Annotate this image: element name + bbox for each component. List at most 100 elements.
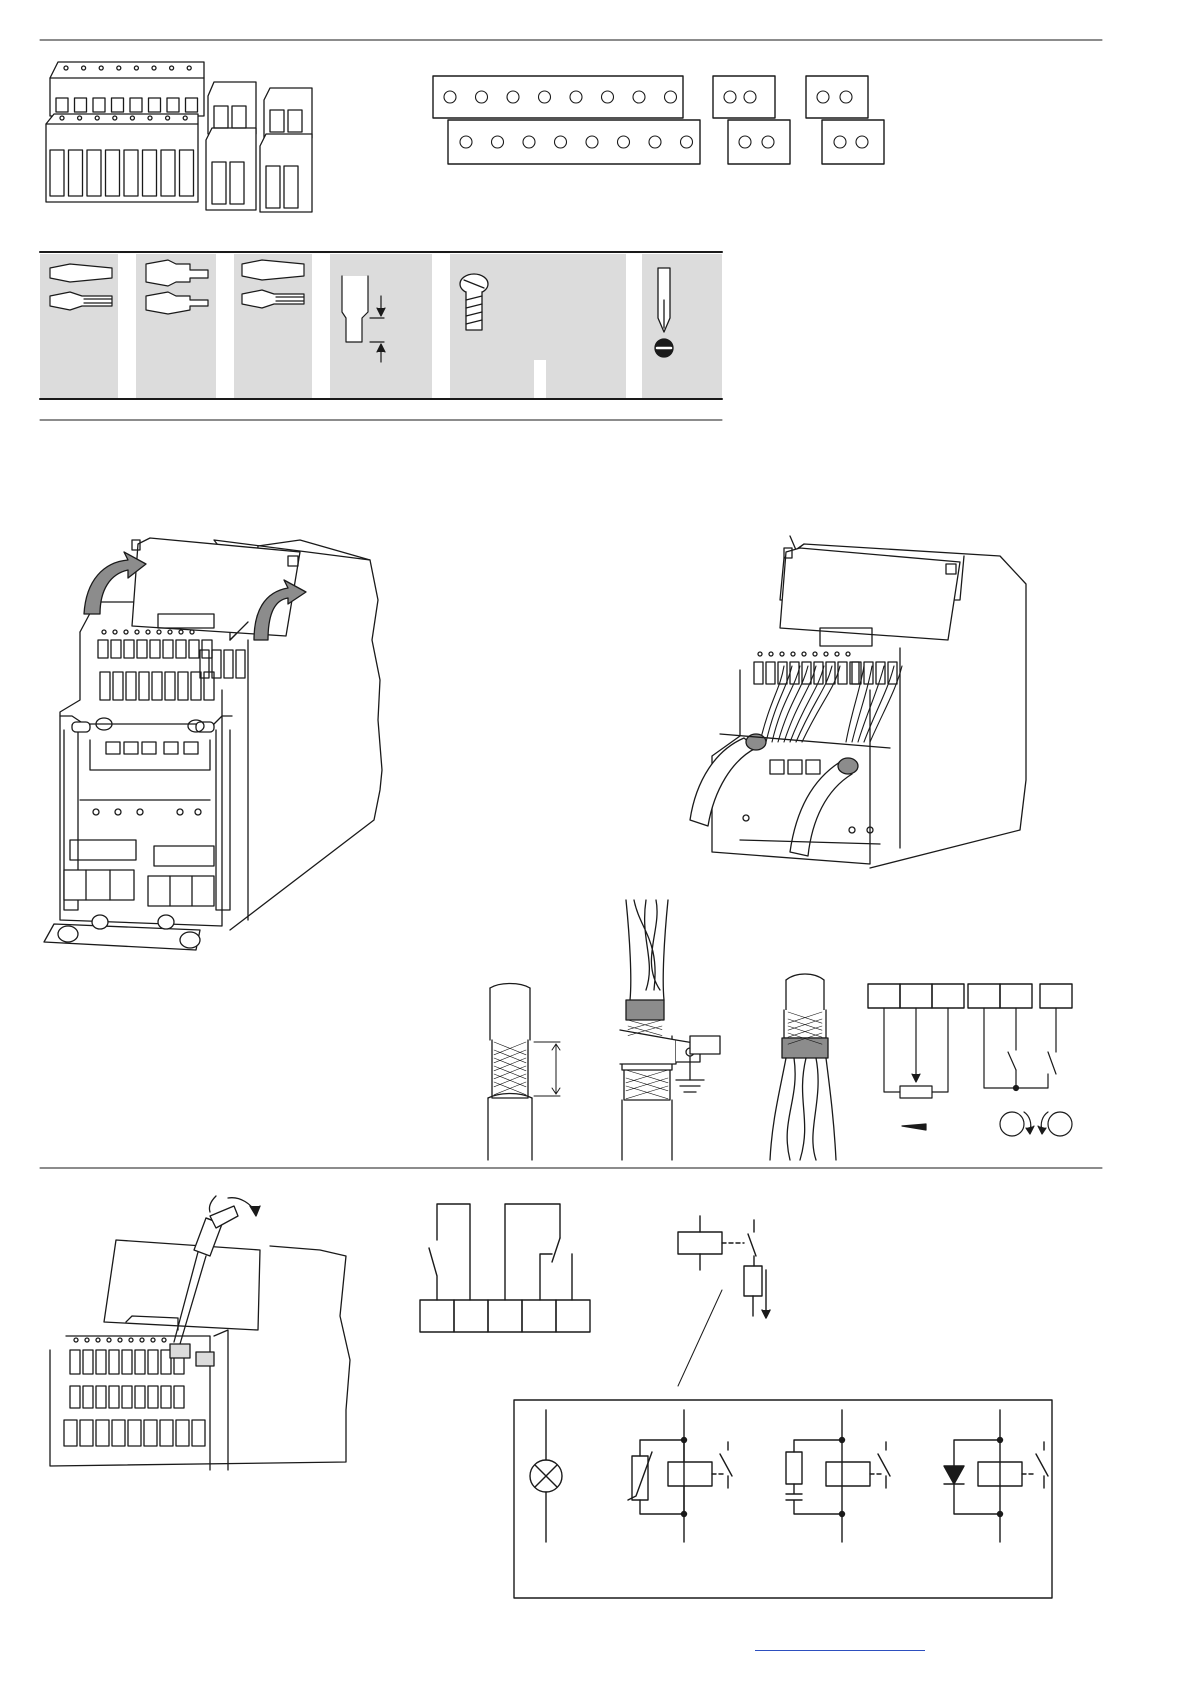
terminal-slot	[160, 1420, 173, 1446]
diode-icon	[944, 1410, 1048, 1542]
terminal-slot	[178, 672, 188, 700]
terminal-screw	[179, 630, 183, 634]
terminal-hole	[817, 91, 829, 103]
terminal-hole	[762, 136, 774, 148]
terminal-screw	[96, 1338, 100, 1342]
terminal-slot	[137, 640, 147, 658]
terminal-screw	[791, 652, 795, 656]
terminal-slot	[150, 640, 160, 658]
terminal-screw	[813, 652, 817, 656]
terminal-slot	[838, 662, 847, 684]
terminal-slot	[161, 1386, 171, 1408]
terminal-slot	[83, 1386, 93, 1408]
terminal-slot	[109, 1386, 119, 1408]
terminal-hole	[744, 91, 756, 103]
twisted-pair-detail	[770, 974, 836, 1160]
terminal-screw	[151, 1338, 155, 1342]
cover-flap	[780, 548, 960, 640]
terminal-hole	[492, 136, 504, 148]
terminal-slot	[148, 1386, 158, 1408]
terminal-hole	[724, 91, 736, 103]
terminal-screw	[835, 652, 839, 656]
terminal-screw	[802, 652, 806, 656]
terminal-hole	[665, 91, 677, 103]
terminal-slot	[70, 1350, 80, 1374]
terminal-slot	[165, 672, 175, 700]
shield-clamp-detail	[620, 900, 720, 1160]
terminal-slot	[766, 662, 775, 684]
terminal-screw	[168, 630, 172, 634]
terminal-slot	[135, 1386, 145, 1408]
terminal-slot	[100, 672, 110, 700]
terminal-slot	[109, 1350, 119, 1374]
terminal-screw	[74, 1338, 78, 1342]
cable-strip-detail	[488, 984, 560, 1161]
table-col-7	[642, 254, 722, 398]
terminal-screw	[146, 630, 150, 634]
terminal-screw	[162, 1338, 166, 1342]
direction-switch	[984, 1008, 1072, 1136]
terminal-slot	[135, 1350, 145, 1374]
terminal-hole	[633, 91, 645, 103]
terminal-slot	[852, 662, 861, 684]
terminal-pair-b-bottom	[822, 120, 884, 164]
terminal-pair-b-top	[806, 76, 868, 118]
terminal-slot	[144, 1420, 157, 1446]
device-screwdriver-illustration	[50, 1196, 350, 1470]
terminal-schematic	[433, 76, 884, 164]
terminal-slot	[80, 1420, 93, 1446]
terminal-screw	[129, 1338, 133, 1342]
terminal-slot	[236, 650, 245, 678]
terminal-hole	[444, 91, 456, 103]
terminal-screw	[140, 1338, 144, 1342]
terminal-slot	[176, 640, 186, 658]
terminal-hole	[618, 136, 630, 148]
terminal-slot	[192, 1420, 205, 1446]
terminal-slot	[113, 672, 123, 700]
rc-snubber-icon	[786, 1410, 890, 1542]
device-wired-illustration	[690, 536, 1026, 868]
terminal-slot	[64, 1420, 77, 1446]
terminal-slot	[176, 1420, 189, 1446]
cable-wires	[760, 666, 902, 742]
terminal-strip-row2	[448, 120, 700, 164]
relay-coil-schematic	[678, 1216, 770, 1386]
cover-flap	[104, 1240, 260, 1330]
terminal-slot	[189, 640, 199, 658]
terminal-slot	[83, 1350, 93, 1374]
terminal-slot	[128, 1420, 141, 1446]
terminal-slot	[876, 662, 885, 684]
terminal-screw	[135, 630, 139, 634]
terminal-screw	[824, 652, 828, 656]
terminal-screw	[780, 652, 784, 656]
terminal-hole	[555, 136, 567, 148]
terminal-hole	[539, 91, 551, 103]
footer-link-underline[interactable]	[755, 1650, 925, 1651]
terminal-hole	[856, 136, 868, 148]
terminal-hole	[840, 91, 852, 103]
terminal-slot	[96, 1420, 109, 1446]
terminal-slot	[224, 650, 233, 678]
terminal-screw	[102, 630, 106, 634]
terminal-slot	[122, 1386, 132, 1408]
terminal-hole	[834, 136, 846, 148]
pe-marker	[690, 1036, 720, 1054]
potentiometer-icon	[884, 1008, 948, 1130]
terminal-screw	[758, 652, 762, 656]
terminal-hole	[739, 136, 751, 148]
terminal-screw	[118, 1338, 122, 1342]
terminal-hole	[586, 136, 598, 148]
terminal-hole	[476, 91, 488, 103]
terminal-slot	[754, 662, 763, 684]
terminal-block-icon	[46, 62, 312, 212]
control-terminal-schematic	[868, 984, 1072, 1136]
terminal-slot	[126, 672, 136, 700]
terminal-slot	[139, 672, 149, 700]
terminal-hole	[570, 91, 582, 103]
terminal-slot	[148, 1350, 158, 1374]
terminal-screw	[85, 1338, 89, 1342]
terminal-slot	[202, 640, 212, 658]
relay-terminal-schematic	[420, 1204, 590, 1332]
terminal-slot	[152, 672, 162, 700]
